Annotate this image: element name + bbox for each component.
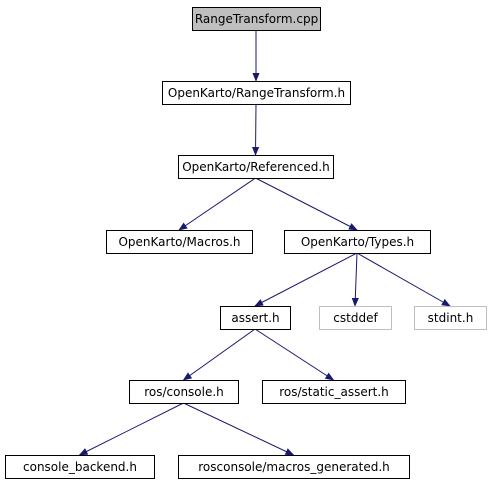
node-box [220, 306, 291, 330]
node-ros-static-assert-h[interactable]: ros/static_assert.h [262, 380, 406, 404]
node-box [5, 455, 155, 479]
node-stdint-h: stdint.h [414, 306, 487, 330]
edge-ros-console-h-to-rosconsole-macros-generated-h [183, 402, 295, 456]
node-label: ros/console.h [144, 385, 224, 399]
node-box [178, 455, 410, 479]
node-label: cstddef [333, 311, 378, 325]
node-label: console_backend.h [23, 460, 137, 474]
node-box [414, 306, 487, 330]
node-assert-h[interactable]: assert.h [220, 306, 291, 330]
node-label: OpenKarto/Types.h [301, 235, 414, 249]
node-rosconsole-macros-generated-h[interactable]: rosconsole/macros_generated.h [178, 455, 410, 479]
node-range-transform-cpp[interactable]: RangeTransform.cpp [192, 7, 321, 31]
node-label: OpenKarto/RangeTransform.h [168, 86, 345, 100]
node-label: assert.h [231, 311, 279, 325]
node-box [192, 7, 321, 31]
node-console-backend-h[interactable]: console_backend.h [5, 455, 155, 479]
node-box [129, 380, 239, 404]
node-label: RangeTransform.cpp [195, 12, 318, 26]
edge-assert-h-to-ros-static-assert-h [254, 328, 335, 381]
node-label: OpenKarto/Referenced.h [182, 160, 330, 174]
node-label: ros/static_assert.h [279, 385, 389, 399]
edge-assert-h-to-ros-console-h [182, 328, 256, 381]
node-box [106, 230, 253, 254]
node-box [284, 230, 431, 254]
edges-layer [78, 30, 451, 456]
edge-openkarto-referenced-h-to-openkarto-types-h [255, 177, 358, 231]
node-box [319, 306, 392, 330]
node-openkarto-macros-h[interactable]: OpenKarto/Macros.h [106, 230, 253, 254]
edge-ros-console-h-to-console-backend-h [78, 402, 184, 456]
node-cstddef: cstddef [319, 306, 392, 330]
edge-openkarto-types-h-to-assert-h [254, 252, 358, 307]
node-label: rosconsole/macros_generated.h [198, 460, 389, 474]
node-box [262, 380, 406, 404]
edge-openkarto-types-h-to-cstddef [351, 252, 359, 307]
node-label: stdint.h [428, 311, 474, 325]
edge-openkarto-referenced-h-to-openkarto-macros-h [178, 177, 256, 231]
nodes-layer: RangeTransform.cppOpenKarto/RangeTransfo… [5, 7, 487, 479]
edge-openkarto-types-h-to-stdint-h [356, 252, 451, 307]
node-ros-console-h[interactable]: ros/console.h [129, 380, 239, 404]
node-openkarto-referenced-h[interactable]: OpenKarto/Referenced.h [178, 155, 334, 179]
node-box [162, 81, 351, 105]
node-openkarto-types-h[interactable]: OpenKarto/Types.h [284, 230, 431, 254]
node-label: OpenKarto/Macros.h [118, 235, 240, 249]
node-openkarto-rangetransform-h[interactable]: OpenKarto/RangeTransform.h [162, 81, 351, 105]
edge-openkarto-rangetransform-h-to-openkarto-referenced-h [251, 103, 260, 156]
node-box [178, 155, 334, 179]
